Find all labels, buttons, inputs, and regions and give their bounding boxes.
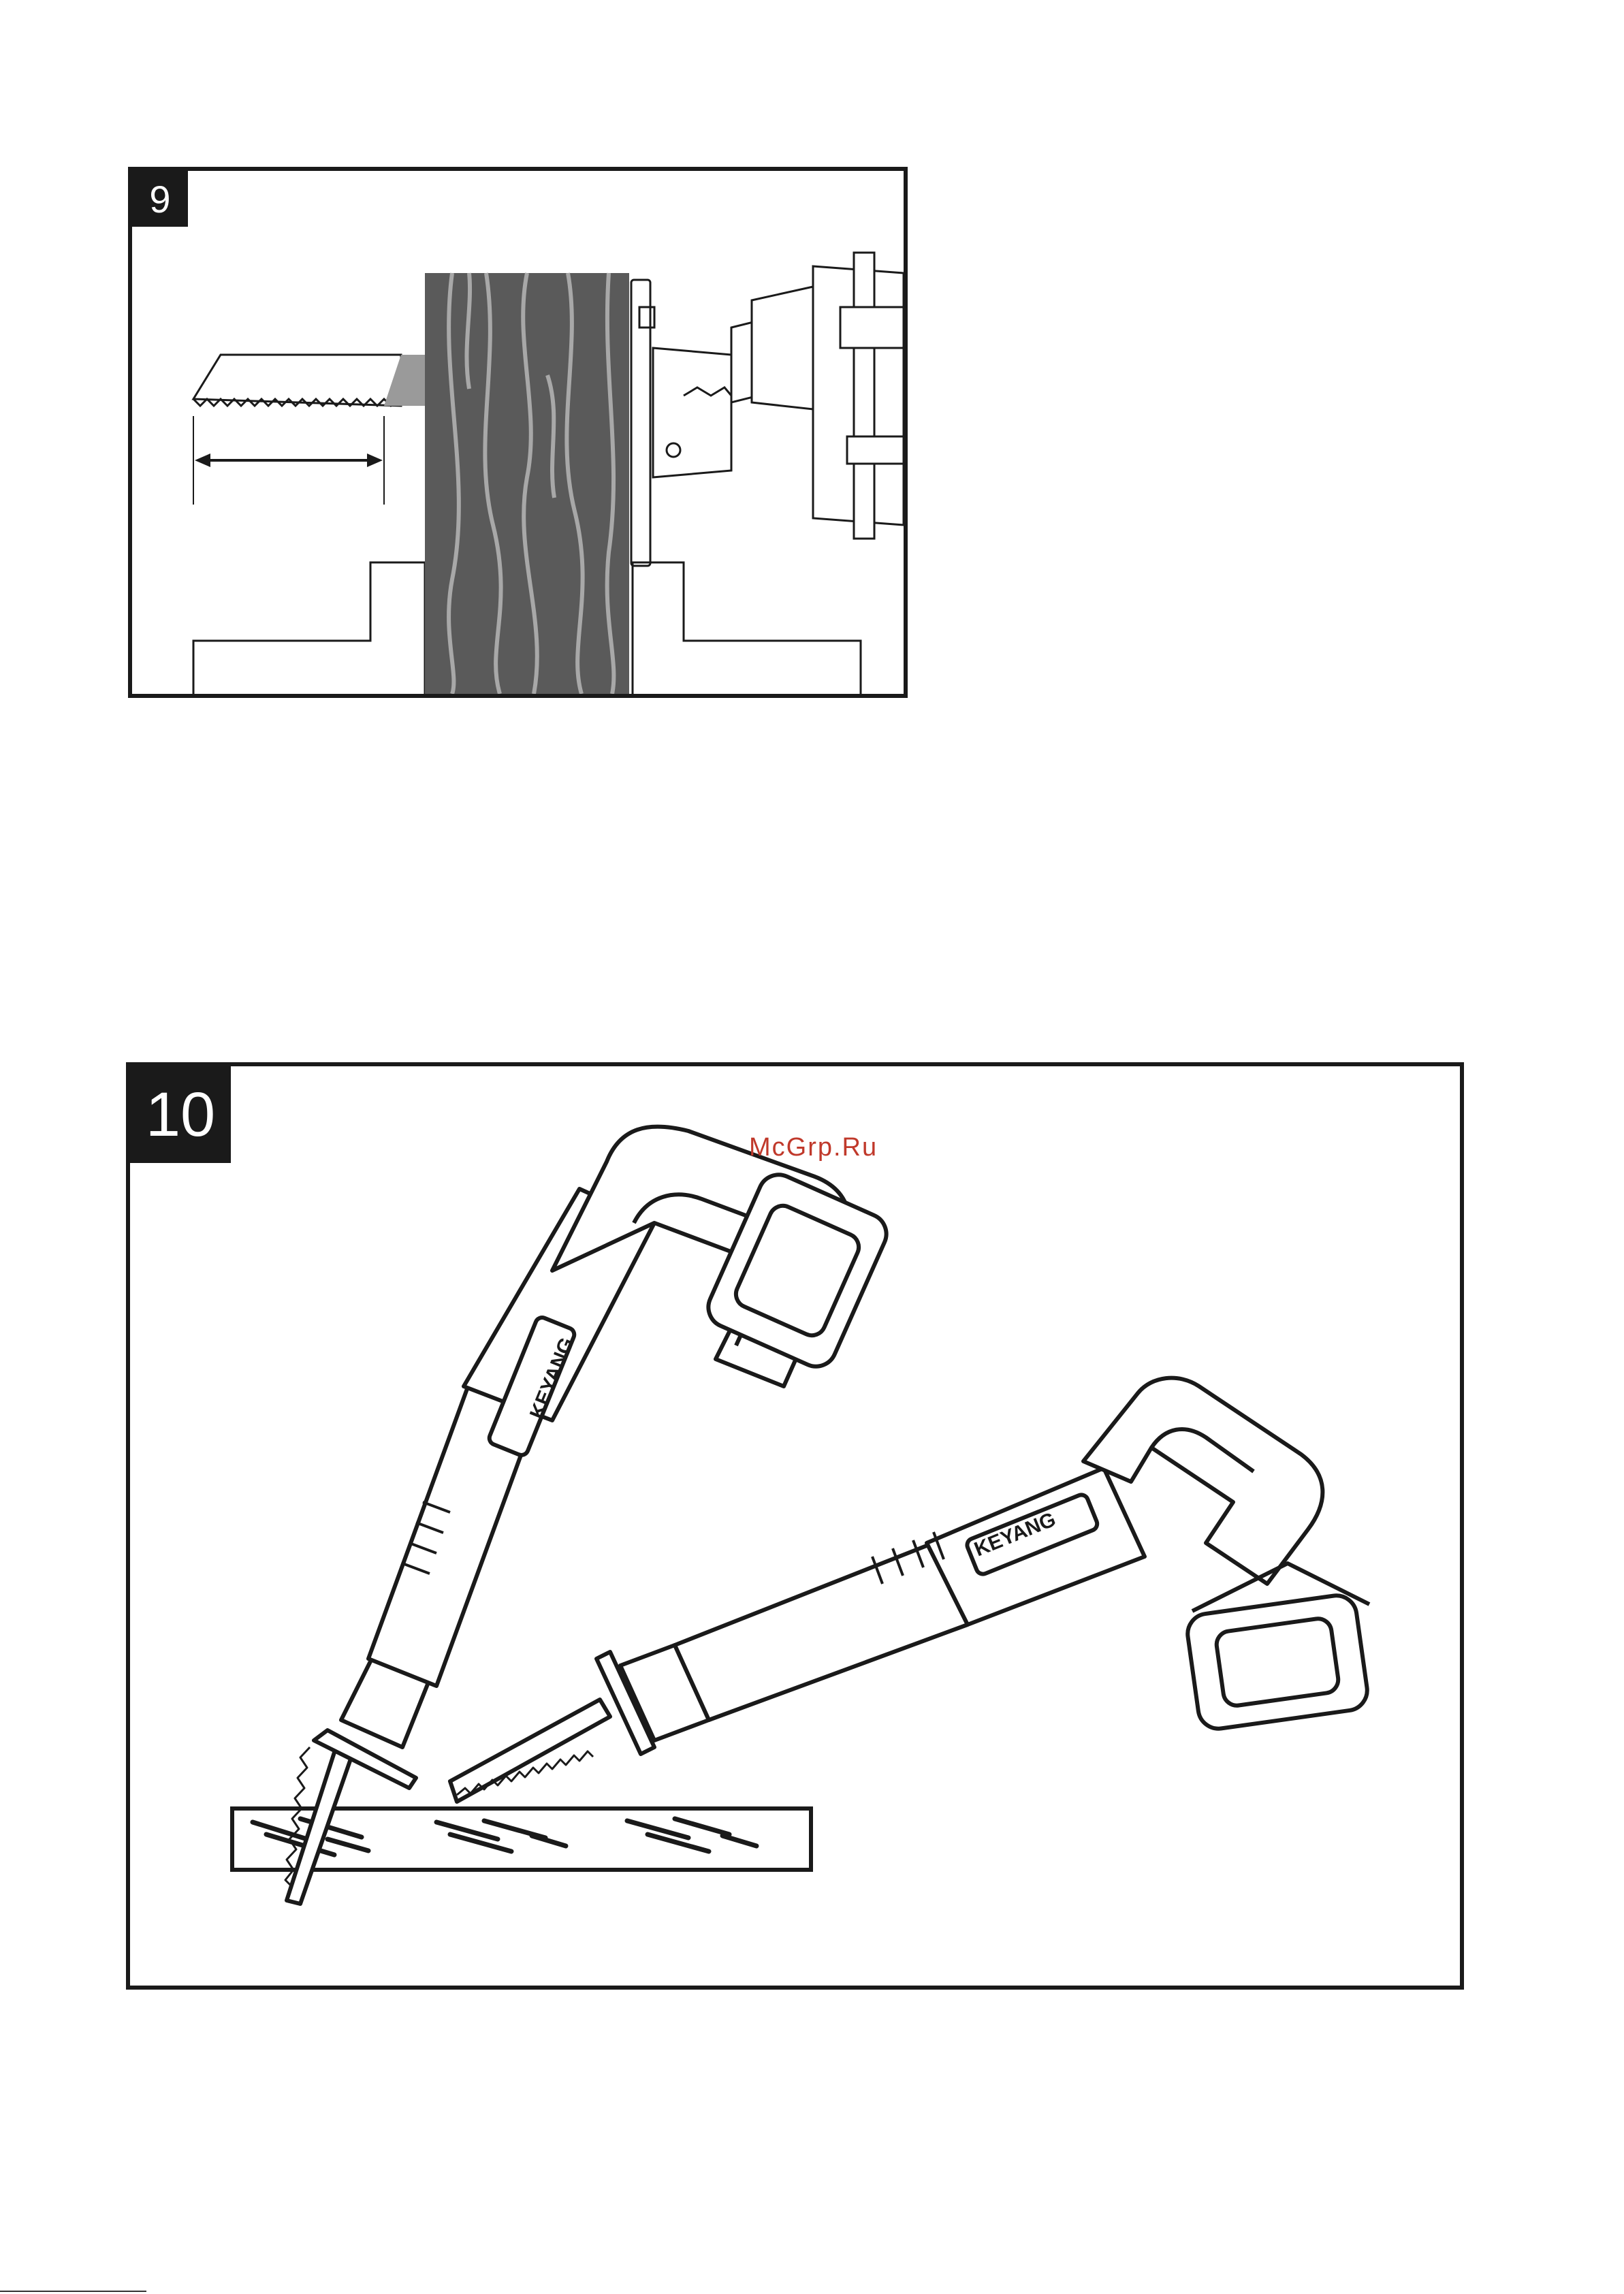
saw-shoe xyxy=(631,280,654,566)
blade-depth-illustration xyxy=(132,171,904,694)
figure-10: 10 xyxy=(126,1062,1464,1990)
reciprocating-saw-shallow xyxy=(450,1378,1370,1802)
cutting-angle-illustration: KEYANG KEYANG xyxy=(130,1066,1460,1986)
grip-barrel-shallow xyxy=(675,1543,968,1720)
right-support xyxy=(633,562,861,694)
reciprocating-saw-steep xyxy=(285,1127,893,1904)
blade-shallow xyxy=(450,1700,610,1802)
figure-9: 9 xyxy=(128,167,908,698)
footer-rule xyxy=(0,2291,146,2292)
battery-shallow xyxy=(1185,1593,1369,1731)
watermark: McGrp.Ru xyxy=(749,1133,878,1162)
saw-body xyxy=(653,253,904,539)
left-support xyxy=(193,562,425,694)
